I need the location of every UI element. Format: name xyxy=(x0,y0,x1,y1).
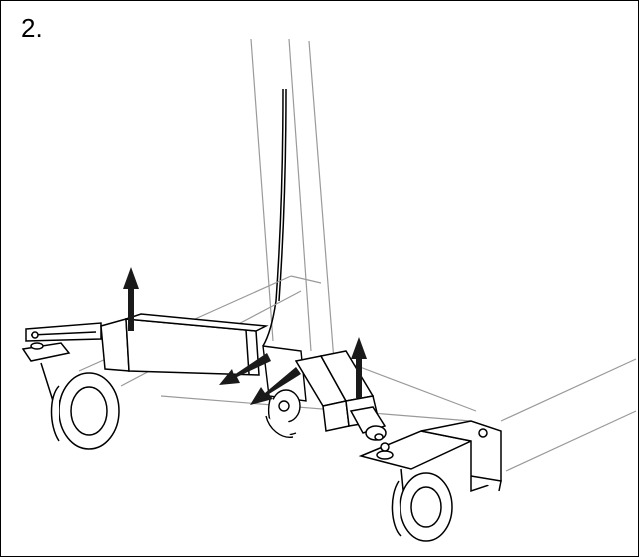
left-actuator xyxy=(100,313,269,376)
arrow-out-left-2-icon xyxy=(250,367,301,405)
right-actuator xyxy=(294,350,387,441)
arrow-up-left-icon xyxy=(123,267,139,331)
arrow-out-left-1-icon xyxy=(219,353,271,385)
step-number: 2. xyxy=(21,13,43,43)
left-caster xyxy=(21,342,120,450)
right-caster xyxy=(358,420,502,542)
arrow-up-right-icon xyxy=(351,337,367,398)
mast xyxy=(250,38,335,362)
antenna-cable xyxy=(262,88,287,347)
center-mechanism xyxy=(262,345,307,438)
left-arm xyxy=(25,322,102,342)
